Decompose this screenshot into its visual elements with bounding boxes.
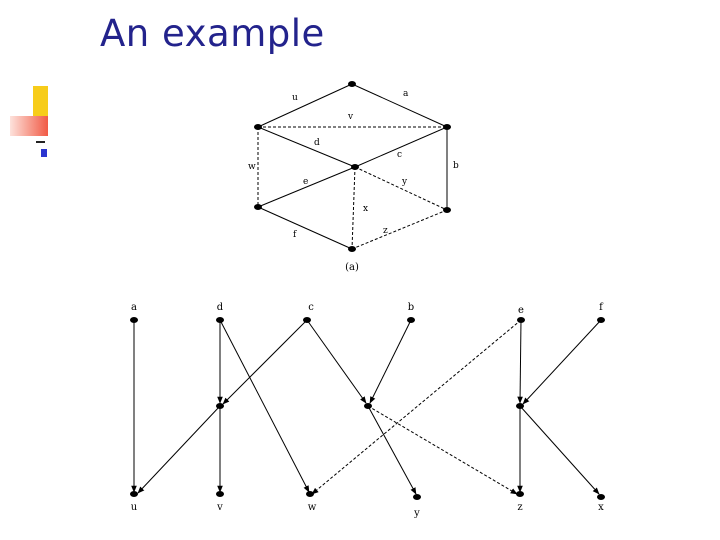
top-label-d: d	[217, 302, 224, 313]
arrow-e-mid3	[517, 319, 523, 404]
edge-u	[257, 83, 353, 128]
arrow-c-mid2	[306, 319, 367, 404]
edge-x	[351, 166, 356, 250]
arrow-d-w	[219, 319, 310, 493]
edge-label-y: y	[401, 177, 408, 187]
node-y	[413, 494, 421, 500]
edge-c	[354, 126, 448, 168]
arrow-mid2-z	[367, 405, 518, 495]
node-w	[306, 491, 314, 497]
node-bottom	[348, 246, 356, 252]
node-upper-right	[443, 124, 451, 130]
node-lower-right	[443, 207, 451, 213]
bottom-label-x: x	[598, 502, 604, 513]
top-label-a: a	[131, 302, 137, 313]
decorative-red-bar	[10, 116, 48, 136]
edge-z	[351, 209, 448, 250]
edge-d	[257, 126, 356, 168]
arrow-c-mid1	[222, 319, 308, 405]
arrow-e-w	[311, 319, 522, 495]
decorative-blue-block	[41, 149, 47, 157]
decorative-dash	[36, 141, 45, 143]
node-top	[348, 81, 356, 87]
node-lower-left	[254, 204, 262, 210]
node-mid-3	[516, 403, 524, 409]
graph-b: a d c b e f u v w y z x	[130, 302, 605, 519]
top-label-f: f	[599, 302, 604, 313]
arrow-mid3-x	[519, 405, 600, 495]
top-label-b: b	[408, 302, 414, 313]
edge-label-d: d	[314, 138, 320, 148]
node-f	[597, 317, 605, 323]
node-c	[303, 317, 311, 323]
top-label-e: e	[518, 305, 524, 316]
arrow-b-mid2	[369, 319, 412, 404]
arrow-mid1-u	[137, 405, 221, 494]
top-label-c: c	[308, 302, 314, 313]
arrow-f-mid3	[522, 319, 602, 405]
edge-label-f: f	[293, 230, 297, 240]
node-z	[516, 491, 524, 497]
node-a	[130, 317, 138, 323]
arrow-mid2-y	[367, 405, 417, 495]
bottom-label-z: z	[517, 502, 522, 513]
node-upper-left	[254, 124, 262, 130]
bottom-label-y: y	[413, 508, 420, 519]
bottom-label-u: u	[131, 502, 138, 513]
node-e	[517, 317, 525, 323]
node-u	[130, 491, 138, 497]
decorative-yellow-bar	[33, 86, 48, 122]
edge-a	[351, 83, 448, 128]
node-mid-1	[216, 403, 224, 409]
graph-a: u a v d c w b e y x f z (a)	[248, 81, 459, 273]
node-mid-2	[364, 403, 372, 409]
node-d	[216, 317, 224, 323]
node-x	[597, 494, 605, 500]
edge-label-e: e	[303, 177, 308, 187]
edge-label-x: x	[363, 204, 368, 214]
edge-label-z: z	[383, 226, 388, 236]
edge-label-c: c	[397, 150, 402, 160]
edge-label-u: u	[292, 93, 298, 103]
node-center	[351, 164, 359, 170]
edge-label-v: v	[347, 112, 354, 122]
slide-title: An example	[100, 12, 325, 55]
edge-label-b: b	[453, 161, 459, 171]
node-b	[407, 317, 415, 323]
edge-f	[257, 206, 353, 250]
node-v	[216, 491, 224, 497]
bottom-label-w: w	[308, 502, 317, 513]
bottom-label-v: v	[216, 502, 223, 513]
edge-label-w: w	[248, 162, 256, 172]
graph-a-caption: (a)	[345, 262, 359, 273]
edge-e	[257, 166, 356, 208]
edge-label-a: a	[403, 89, 409, 99]
edge-y	[354, 166, 448, 211]
